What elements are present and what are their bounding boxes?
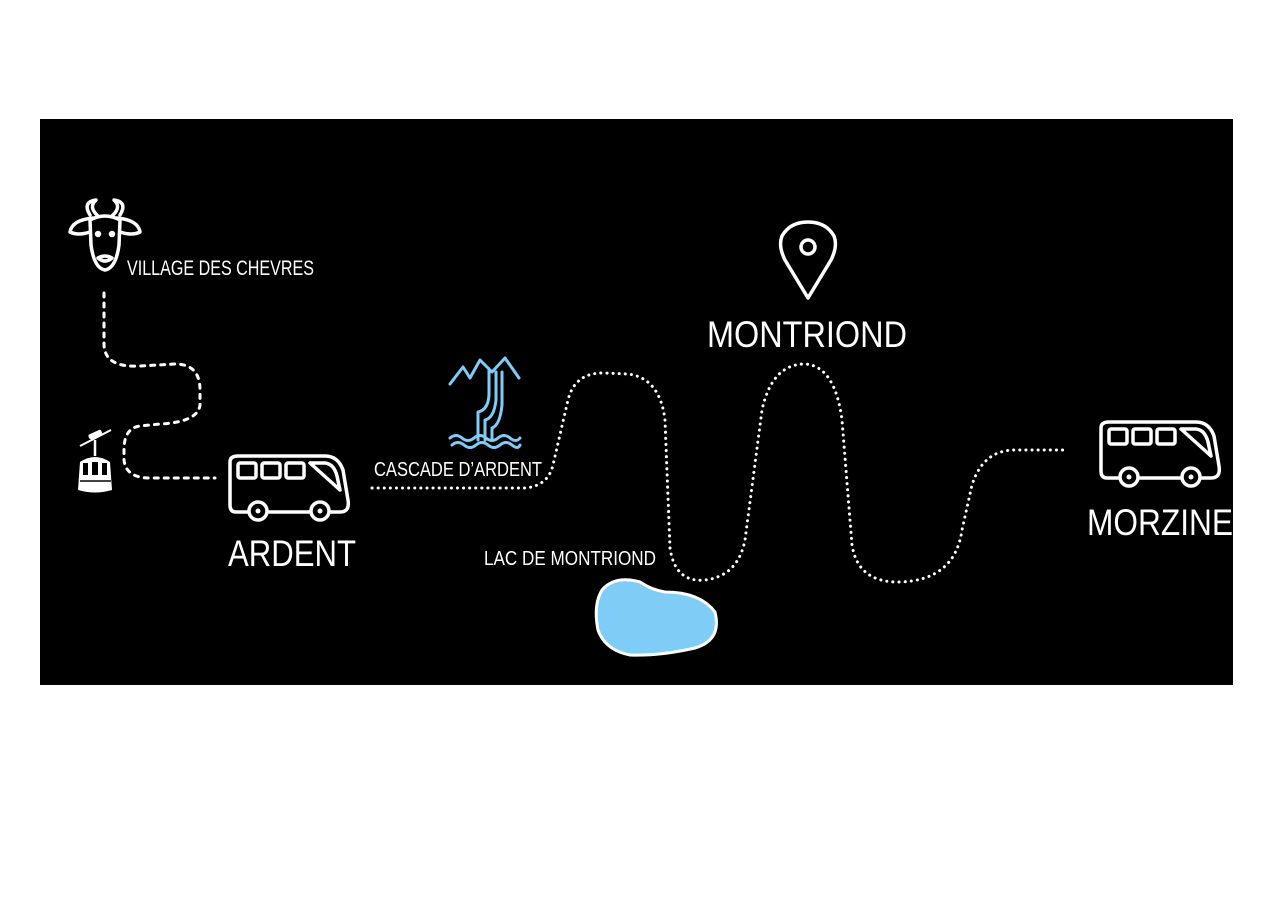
route-village-to-ardent [102,291,217,480]
route-ardent-to-morzine [370,362,1070,584]
bus-icon [1099,420,1222,488]
label-morzine: MORZINE [1087,502,1233,543]
waterfall-icon [448,356,522,449]
label-montriond: MONTRIOND [707,314,907,355]
lake-icon [594,578,718,657]
goat-icon [68,198,142,272]
label-ardent: ARDENT [228,533,356,574]
label-cascade-dardent: CASCADE D’ARDENT [374,459,542,481]
label-lac-de-montriond: LAC DE MONTRIOND [484,548,656,570]
bus-icon [228,454,351,522]
map-pin-icon [778,220,838,300]
label-village-des-chevres: VILLAGE DES CHEVRES [127,257,314,280]
gondola-icon [78,429,112,493]
